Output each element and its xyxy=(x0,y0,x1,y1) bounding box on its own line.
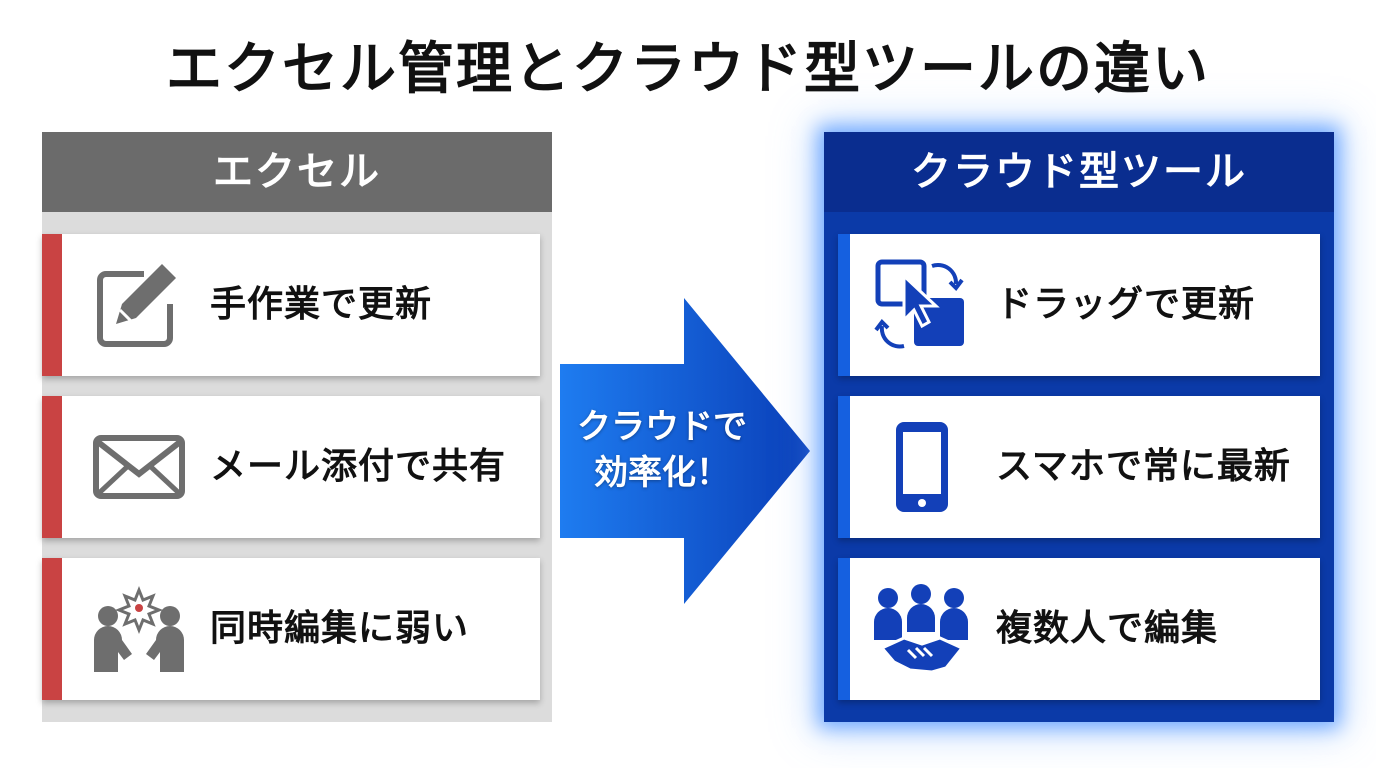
excel-item-label: メール添付で共有 xyxy=(210,446,507,487)
excel-item-coedit-weak: 同時編集に弱い xyxy=(42,558,540,700)
team-handshake-icon xyxy=(874,584,968,674)
cloud-item-smartphone: スマホで常に最新 xyxy=(838,396,1320,538)
excel-item-label: 手作業で更新 xyxy=(210,284,433,325)
excel-panel: エクセル 手作業で更新 メール添付で共有 同時編集に弱い xyxy=(42,132,552,722)
pencil-edit-icon xyxy=(97,264,176,347)
people-conflict-icon xyxy=(94,585,184,672)
smartphone-icon xyxy=(896,422,948,512)
excel-panel-header: エクセル xyxy=(42,132,552,212)
arrow-caption-line2: 効率化！ xyxy=(594,453,730,493)
page-title: エクセル管理とクラウド型ツールの違い xyxy=(166,37,1210,102)
right-arrow xyxy=(560,298,810,604)
drag-cursor-icon xyxy=(874,259,964,349)
envelope-icon xyxy=(93,435,185,499)
cloud-tool-panel: クラウド型ツール ドラッグで更新 スマホで常に最新 xyxy=(824,132,1334,722)
arrow-caption: クラウドで 効率化！ xyxy=(562,404,762,496)
cloud-item-multi-edit: 複数人で編集 xyxy=(838,558,1320,700)
cloud-item-drag-update: ドラッグで更新 xyxy=(838,234,1320,376)
cloud-item-label: ドラッグで更新 xyxy=(996,284,1256,325)
arrow-caption-line1: クラウドで xyxy=(577,407,747,447)
cloud-item-label: スマホで常に最新 xyxy=(996,446,1291,487)
excel-item-manual-update: 手作業で更新 xyxy=(42,234,540,376)
cloud-item-label: 複数人で編集 xyxy=(996,608,1219,649)
excel-item-email-share: メール添付で共有 xyxy=(42,396,540,538)
excel-item-label: 同時編集に弱い xyxy=(210,608,470,649)
cloud-tool-panel-header: クラウド型ツール xyxy=(824,132,1334,212)
